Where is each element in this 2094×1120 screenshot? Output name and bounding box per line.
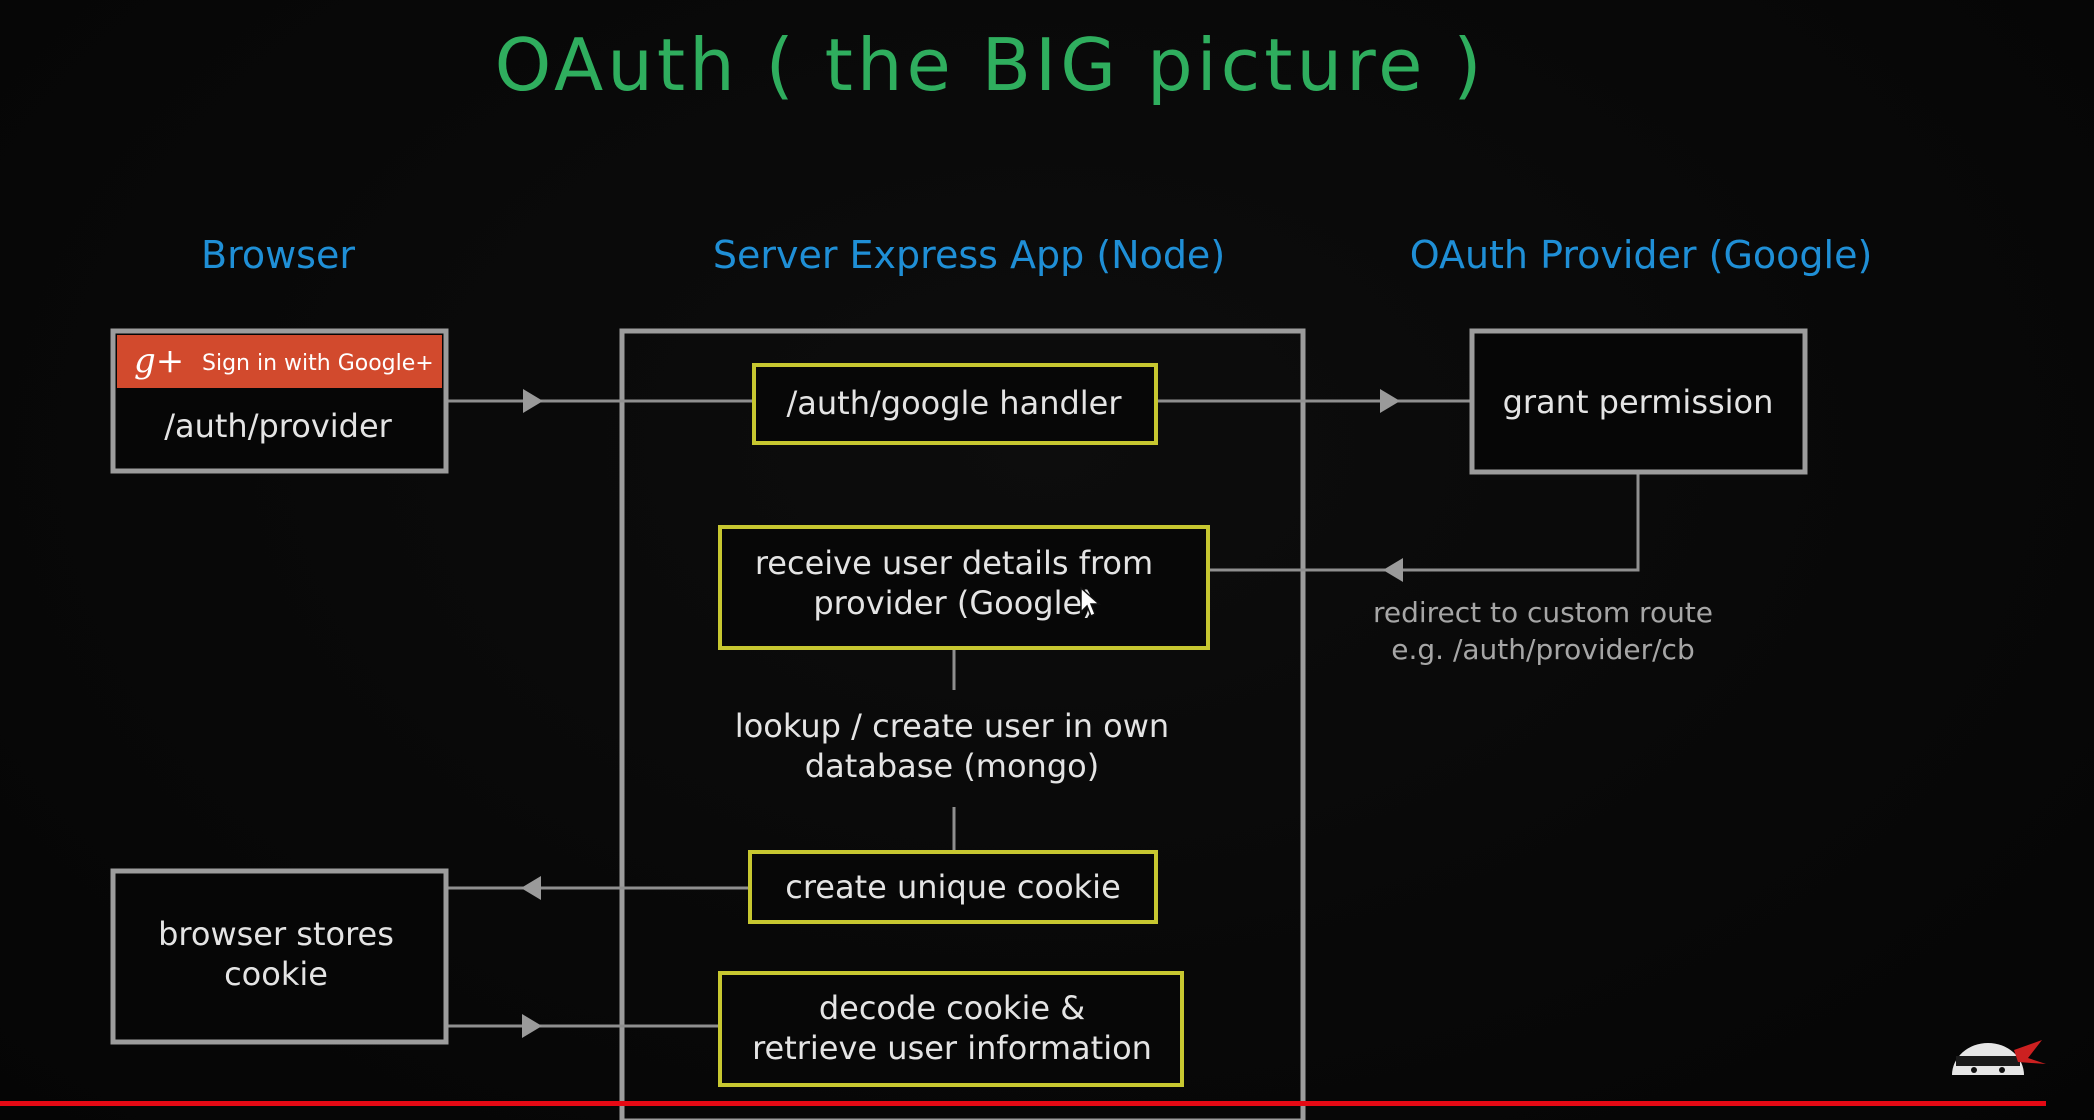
column-heading-browser: Browser bbox=[201, 233, 355, 277]
video-progress-bar[interactable] bbox=[0, 1101, 2046, 1106]
browser-stores-cookie-box: browser stores cookie bbox=[110, 868, 449, 1045]
slide-title: OAuth ( the BIG picture ) bbox=[495, 23, 1486, 107]
arrow-right-icon bbox=[522, 1014, 542, 1038]
google-plus-icon: g+ bbox=[134, 341, 184, 381]
arrow-right-icon bbox=[523, 389, 543, 413]
grant-permission-label: grant permission bbox=[1503, 383, 1774, 421]
arrow-left-icon bbox=[1383, 558, 1403, 582]
decode-cookie-box: decode cookie & retrieve user informatio… bbox=[718, 971, 1184, 1087]
connector-provider-redirect bbox=[1208, 474, 1640, 572]
receive-details-line-1: receive user details from bbox=[755, 544, 1153, 582]
redirect-note-line-1: redirect to custom route bbox=[1373, 596, 1713, 629]
google-signin-button[interactable] bbox=[117, 335, 442, 388]
redirect-note-line-2: e.g. /auth/provider/cb bbox=[1391, 633, 1694, 666]
browser-stores-cookie-line-1: browser stores bbox=[158, 915, 394, 953]
arrow-right-icon bbox=[1380, 389, 1400, 413]
redirect-note: redirect to custom route e.g. /auth/prov… bbox=[1373, 596, 1713, 666]
google-signin-label: Sign in with Google+ bbox=[202, 351, 434, 376]
column-heading-server: Server Express App (Node) bbox=[713, 233, 1225, 277]
ninja-logo-icon bbox=[1952, 1040, 2046, 1075]
decode-cookie-line-2: retrieve user information bbox=[752, 1029, 1152, 1067]
auth-provider-route: /auth/provider bbox=[164, 407, 392, 445]
google-handler-box: /auth/google handler bbox=[752, 363, 1158, 445]
receive-user-details-box: receive user details from provider (Goog… bbox=[718, 525, 1210, 650]
google-handler-label: /auth/google handler bbox=[786, 384, 1122, 422]
grant-permission-box: grant permission bbox=[1469, 328, 1808, 475]
server-container bbox=[619, 328, 1306, 1120]
arrow-left-icon bbox=[521, 876, 541, 900]
decode-cookie-line-1: decode cookie & bbox=[819, 989, 1085, 1027]
column-heading-provider: OAuth Provider (Google) bbox=[1410, 233, 1873, 277]
create-cookie-label: create unique cookie bbox=[785, 868, 1121, 906]
lookup-user-line-1: lookup / create user in own bbox=[735, 707, 1169, 745]
create-cookie-box: create unique cookie bbox=[748, 850, 1158, 924]
mouse-cursor-icon bbox=[1080, 586, 1101, 618]
browser-auth-box: g+ Sign in with Google+ /auth/provider bbox=[110, 328, 449, 474]
lookup-user-step: lookup / create user in own database (mo… bbox=[735, 707, 1169, 785]
receive-details-line-2: provider (Google) bbox=[813, 584, 1094, 622]
lookup-user-line-2: database (mongo) bbox=[805, 747, 1099, 785]
browser-stores-cookie-line-2: cookie bbox=[224, 955, 328, 993]
